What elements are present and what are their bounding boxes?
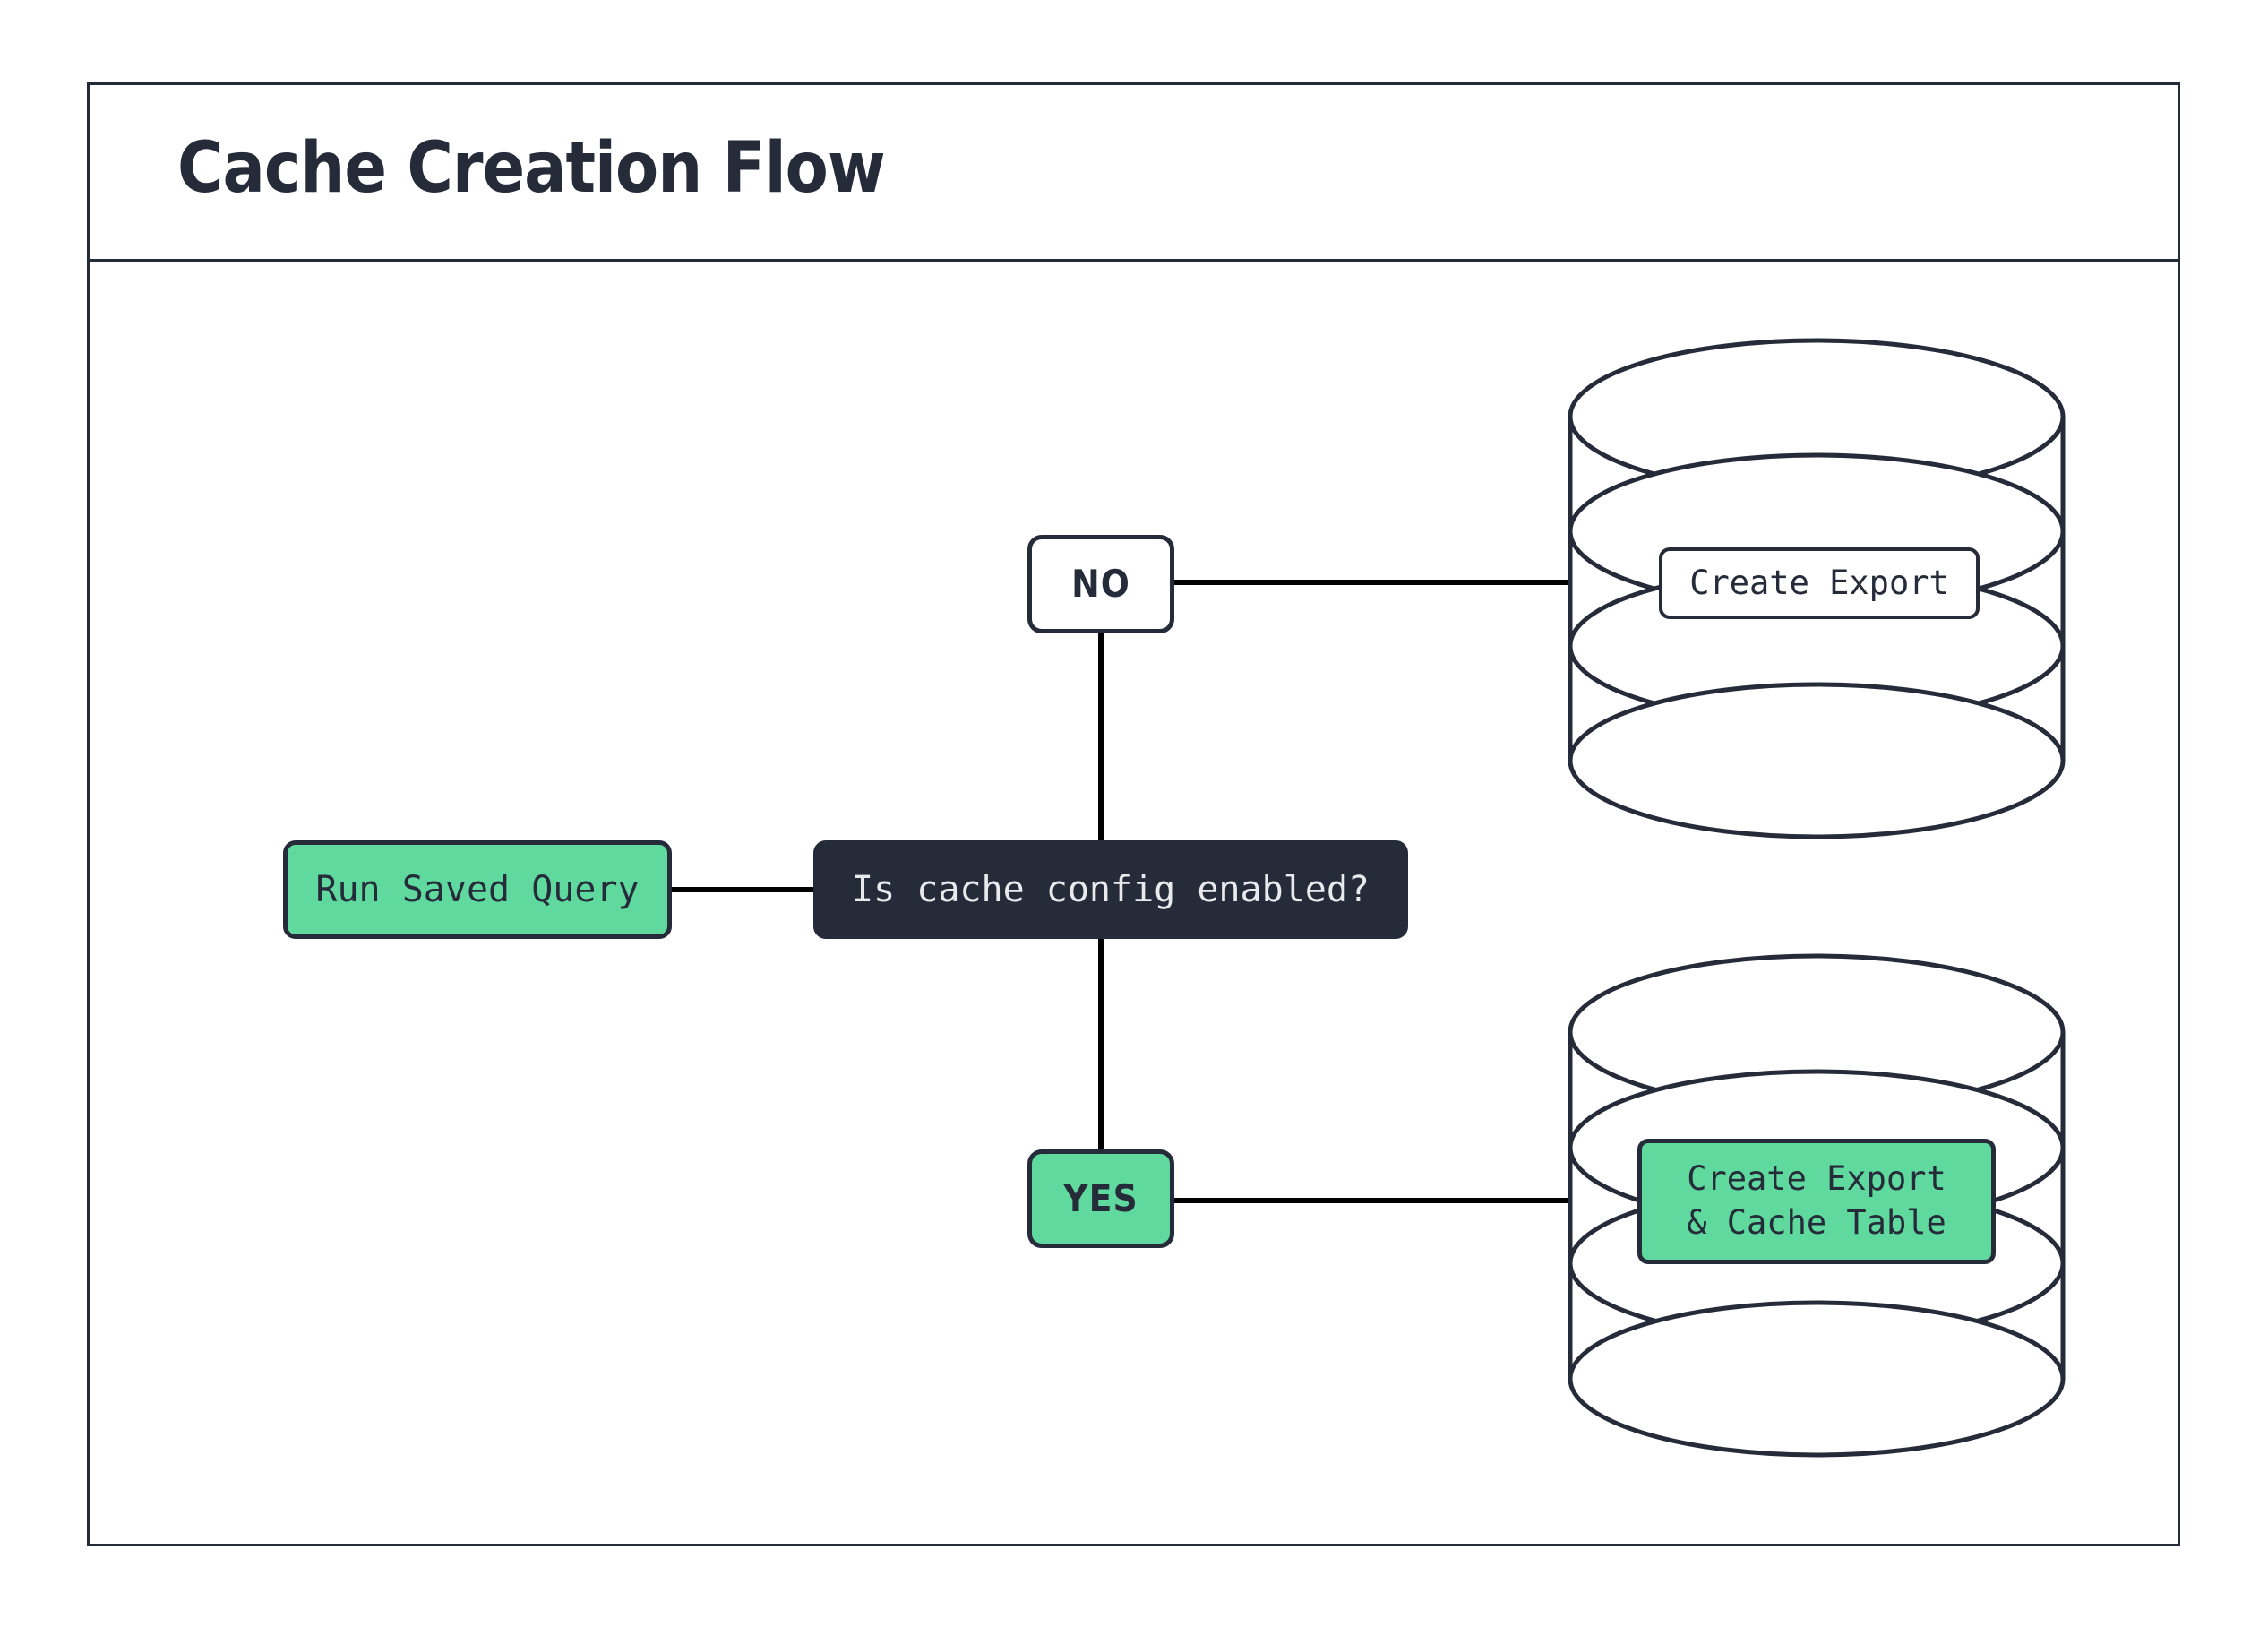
node-create-export-label[interactable]: Create Export	[1659, 547, 1980, 619]
node-decision-is-cache-config-enabled[interactable]: Is cache config enabled?	[813, 840, 1408, 939]
node-create-export-and-cache-table-label[interactable]: Create Export & Cache Table	[1637, 1139, 1996, 1264]
diagram-frame: Cache Creation Flow	[87, 82, 2180, 1546]
node-branch-yes[interactable]: YES	[1027, 1149, 1174, 1248]
page-title: Cache Creation Flow	[177, 128, 886, 209]
node-run-saved-query[interactable]: Run Saved Query	[283, 840, 672, 939]
node-branch-no[interactable]: NO	[1027, 535, 1174, 633]
diagram-header	[90, 85, 2178, 262]
